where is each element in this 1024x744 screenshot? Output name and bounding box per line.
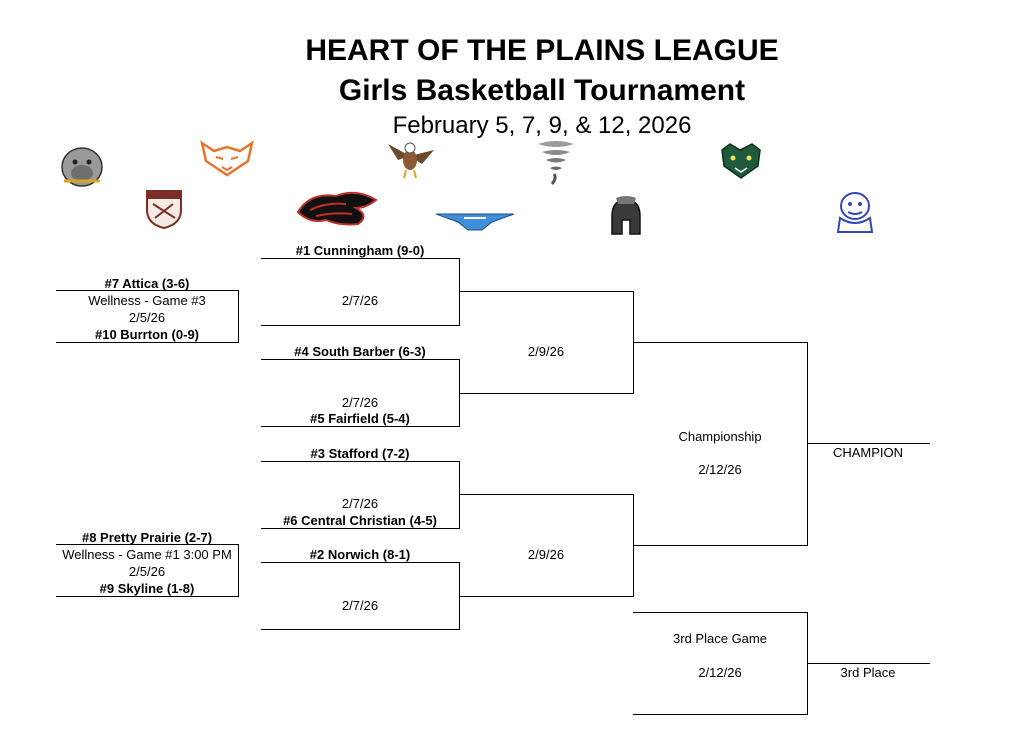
qf-3-bottom-line	[261, 528, 460, 529]
qf-4-team-top: #2 Norwich (8-1)	[309, 547, 411, 562]
sf-2-bottom-line	[459, 596, 634, 597]
qf-4-connector	[459, 562, 460, 629]
champion-label: CHAMPION	[832, 445, 904, 460]
playin-1-game: Wellness - Game #3	[88, 293, 206, 308]
playin-1-team-top: #7 Attica (3-6)	[104, 276, 190, 291]
qf-2-date: 2/7/26	[341, 395, 379, 410]
sf-2-date: 2/9/26	[527, 547, 565, 562]
bulldog-gray-icon	[61, 147, 103, 187]
bulldog-blue-icon	[836, 192, 874, 233]
panther-green-icon	[721, 143, 761, 179]
tournament-dates: February 5, 7, 9, & 12, 2026	[392, 112, 692, 139]
eagle-icon	[388, 142, 434, 179]
final-top-line	[633, 342, 808, 343]
wildcat-orange-icon	[200, 140, 254, 177]
sf-1-top-line	[459, 291, 634, 292]
qf-1-bottom-line	[261, 325, 460, 326]
tornado-icon	[538, 141, 574, 185]
qf-1-date: 2/7/26	[341, 293, 379, 308]
qf-1-top-line	[261, 258, 460, 259]
playin-2-team-top: #8 Pretty Prairie (2-7)	[81, 530, 213, 545]
sf-2-top-line	[459, 494, 634, 495]
qf-2-top-line	[261, 359, 460, 360]
qf-2-team-top: #4 South Barber (6-3)	[294, 344, 426, 359]
playin-2-game: Wellness - Game #1 3:00 PM	[62, 547, 232, 562]
sf-1-date: 2/9/26	[527, 344, 565, 359]
qf-3-team-top: #3 Stafford (7-2)	[310, 446, 410, 461]
qf-3-top-line	[261, 461, 460, 462]
final-bottom-line	[633, 545, 808, 546]
playin-1-date: 2/5/26	[128, 310, 166, 325]
qf-3-date: 2/7/26	[341, 496, 379, 511]
third-place-game-label: 3rd Place Game	[673, 631, 767, 646]
playin-2-date: 2/5/26	[128, 564, 166, 579]
spartan-helmet-icon	[611, 196, 641, 235]
sf-1-bottom-line	[459, 393, 634, 394]
third-bottom-line	[633, 714, 808, 715]
playin-2-connector	[238, 544, 239, 596]
qf-1-team-top: #1 Cunningham (9-0)	[295, 243, 425, 258]
thunderbird-blue-icon	[435, 213, 515, 231]
qf-4-bottom-line	[261, 629, 460, 630]
third-place-line	[807, 663, 930, 664]
qf-3-team-bottom: #6 Central Christian (4-5)	[283, 513, 437, 528]
third-top-line	[633, 612, 808, 613]
playin-1-connector	[238, 290, 239, 342]
qf-2-bottom-line	[261, 426, 460, 427]
playin-1-top-line	[56, 290, 239, 291]
red-black-wing-icon	[296, 191, 378, 226]
qf-4-top-line	[261, 562, 460, 563]
tournament-title: Girls Basketball Tournament	[338, 74, 746, 107]
qf-4-date: 2/7/26	[341, 598, 379, 613]
champion-line	[807, 443, 930, 444]
chargers-shield-icon	[146, 190, 182, 230]
third-place-date: 2/12/26	[698, 665, 742, 680]
playin-2-bottom-line	[56, 596, 239, 597]
third-place-result: 3rd Place	[840, 665, 896, 680]
league-title: HEART OF THE PLAINS LEAGUE	[305, 34, 779, 67]
playin-1-bottom-line	[56, 342, 239, 343]
championship-date: 2/12/26	[698, 462, 742, 477]
qf-2-team-bottom: #5 Fairfield (5-4)	[310, 411, 410, 426]
playin-1-team-bottom: #10 Burrton (0-9)	[94, 327, 200, 342]
playin-2-team-bottom: #9 Skyline (1-8)	[99, 581, 195, 596]
championship-label: Championship	[678, 429, 762, 444]
playin-2-top-line	[56, 544, 239, 545]
qf-2-connector	[459, 359, 460, 426]
